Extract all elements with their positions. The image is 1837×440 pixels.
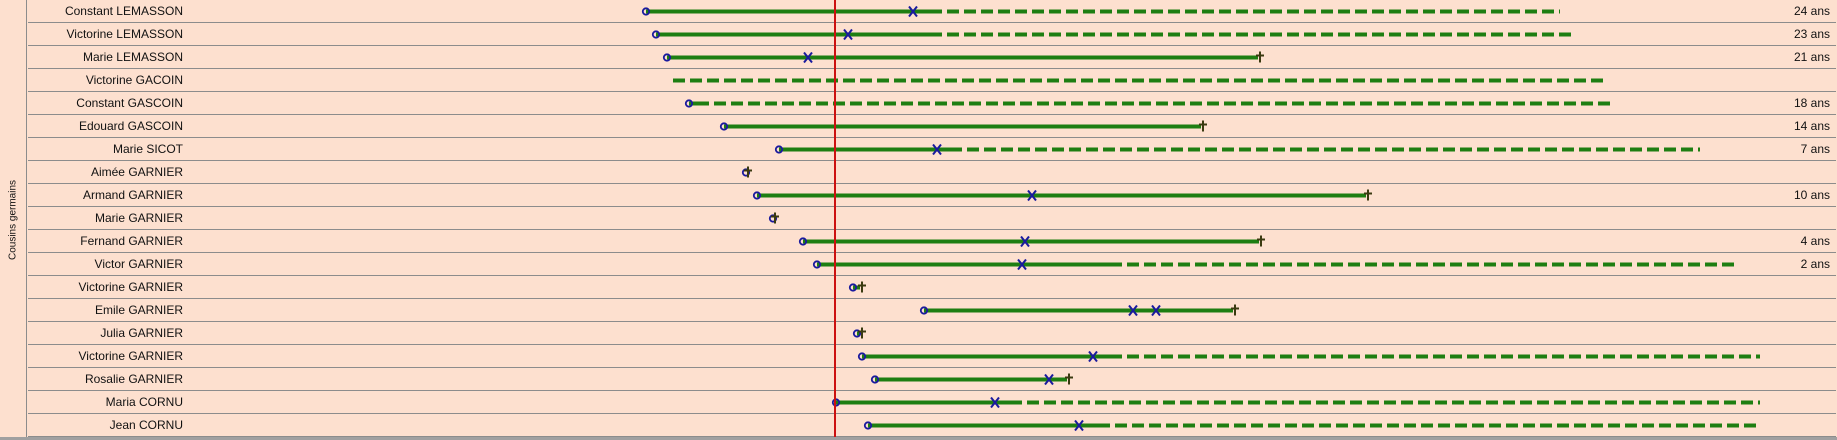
death-cross-icon [1364, 189, 1372, 201]
marriage-cross-icon [908, 5, 918, 18]
birth-icon [719, 122, 729, 131]
person-name: Jean CORNU [109, 418, 183, 432]
table-row[interactable]: Victor GARNIER 2 ans [28, 253, 1836, 276]
birth-icon [752, 191, 762, 200]
person-name: Marie LEMASSON [82, 50, 183, 64]
person-name: Constant LEMASSON [64, 4, 183, 18]
table-row[interactable]: Emile GARNIER [28, 299, 1836, 322]
birth-icon [651, 30, 661, 39]
person-age: 23 ans [1793, 27, 1830, 41]
person-name: Victorine LEMASSON [66, 27, 184, 41]
table-row[interactable]: Constant GASCOIN 18 ans [28, 92, 1836, 115]
person-age: 4 ans [1800, 234, 1830, 248]
birth-icon [857, 352, 867, 361]
birth-icon [798, 237, 808, 246]
table-row[interactable]: Marie SICOT 7 ans [28, 138, 1836, 161]
person-name: Fernand GARNIER [80, 234, 183, 248]
person-age: 14 ans [1793, 119, 1830, 133]
table-row[interactable]: Victorine LEMASSON 23 ans [28, 23, 1836, 46]
table-row[interactable]: Aimée GARNIER [28, 161, 1836, 184]
person-name: Marie GARNIER [94, 211, 183, 225]
birth-icon [662, 53, 672, 62]
marriage-cross-icon [1074, 419, 1084, 432]
death-cross-icon [1256, 51, 1264, 63]
person-age: 10 ans [1793, 188, 1830, 202]
person-name: Victor GARNIER [94, 257, 183, 271]
marriage-cross-icon [1027, 189, 1037, 202]
table-row[interactable]: Jean CORNU [28, 414, 1836, 437]
person-age: 7 ans [1800, 142, 1830, 156]
table-row[interactable]: Maria CORNU [28, 391, 1836, 414]
marriage-cross-icon [1128, 304, 1138, 317]
death-cross-icon [1257, 235, 1265, 247]
marriage-cross-icon [803, 51, 813, 64]
birth-icon [919, 306, 929, 315]
table-row[interactable]: Fernand GARNIER 4 ans [28, 230, 1836, 253]
person-name: Julia GARNIER [100, 326, 183, 340]
marriage-cross-icon [1017, 258, 1027, 271]
birth-icon [684, 99, 694, 108]
person-age: 24 ans [1793, 4, 1830, 18]
marriage-cross-icon [1151, 304, 1161, 317]
death-cross-icon [858, 281, 866, 293]
birth-icon [831, 398, 841, 407]
person-name: Marie SICOT [112, 142, 183, 156]
birth-icon [741, 168, 751, 177]
group-column: Cousins germains [0, 0, 27, 440]
person-name: Constant GASCOIN [76, 96, 183, 110]
birth-icon [848, 283, 858, 292]
table-row[interactable]: Rosalie GARNIER [28, 368, 1836, 391]
bottom-scrollbar[interactable] [0, 437, 1837, 440]
current-date-marker [834, 0, 836, 440]
marriage-cross-icon [1044, 373, 1054, 386]
person-age: 21 ans [1793, 50, 1830, 64]
table-row[interactable]: Marie LEMASSON 21 ans [28, 46, 1836, 69]
death-cross-icon [858, 327, 866, 339]
marriage-cross-icon [1020, 235, 1030, 248]
person-age: 2 ans [1800, 257, 1830, 271]
marriage-cross-icon [1088, 350, 1098, 363]
table-row[interactable]: Armand GARNIER 10 ans [28, 184, 1836, 207]
birth-icon [812, 260, 822, 269]
person-name: Victorine GACOIN [85, 73, 183, 87]
table-row[interactable]: Edouard GASCOIN 14 ans [28, 115, 1836, 138]
death-cross-icon [744, 166, 752, 178]
table-row[interactable]: Julia GARNIER [28, 322, 1836, 345]
person-name: Emile GARNIER [94, 303, 183, 317]
death-cross-icon [1231, 304, 1239, 316]
table-row[interactable]: Victorine GACOIN [28, 69, 1836, 92]
marriage-cross-icon [932, 143, 942, 156]
death-cross-icon [771, 212, 779, 224]
birth-icon [768, 214, 778, 223]
person-name: Armand GARNIER [82, 188, 183, 202]
person-name: Rosalie GARNIER [84, 372, 183, 386]
person-name: Maria CORNU [105, 395, 183, 409]
marriage-cross-icon [843, 28, 853, 41]
birth-icon [774, 145, 784, 154]
birth-icon [852, 329, 862, 338]
person-age: 18 ans [1793, 96, 1830, 110]
death-cross-icon [1199, 120, 1207, 132]
person-name: Victorine GARNIER [78, 280, 183, 294]
table-row[interactable]: Constant LEMASSON 24 ans [28, 0, 1836, 23]
birth-icon [641, 7, 651, 16]
birth-icon [870, 375, 880, 384]
table-row[interactable]: Victorine GARNIER [28, 276, 1836, 299]
person-name: Edouard GASCOIN [78, 119, 183, 133]
table-row[interactable]: Marie GARNIER [28, 207, 1836, 230]
person-name: Aimée GARNIER [90, 165, 183, 179]
person-name: Victorine GARNIER [78, 349, 183, 363]
table-row[interactable]: Victorine GARNIER [28, 345, 1836, 368]
death-cross-icon [1065, 373, 1073, 385]
birth-icon [863, 421, 873, 430]
marriage-cross-icon [990, 396, 1000, 409]
